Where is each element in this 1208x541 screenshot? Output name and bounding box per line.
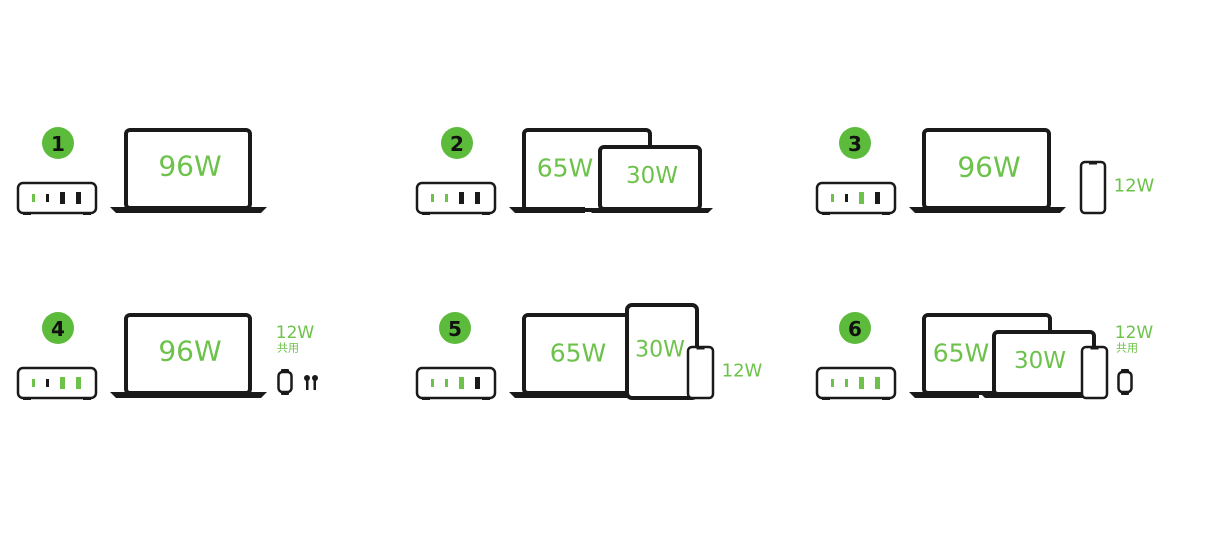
usb-port	[445, 379, 448, 387]
laptop-small-watt-label: 30W	[626, 163, 678, 189]
laptop-icon: 96W	[110, 128, 267, 213]
step-badge: 1	[42, 127, 74, 159]
shared-watt-label: 12W	[1115, 323, 1154, 343]
phone-icon	[686, 345, 715, 400]
laptop-large-watt-label: 65W	[933, 339, 990, 368]
usb-port	[475, 192, 480, 204]
charger-hub	[815, 181, 897, 215]
earbuds-icon	[304, 375, 318, 390]
usb-port	[875, 377, 880, 389]
usb-port	[60, 192, 65, 204]
phone-watt-label: 12W	[722, 361, 763, 382]
usb-port	[831, 379, 834, 387]
laptop-icon: 96W	[110, 313, 267, 398]
usb-port	[459, 192, 464, 204]
svg-text:6: 6	[848, 317, 862, 341]
laptop-small-watt-label: 30W	[1014, 348, 1066, 374]
usb-port	[46, 194, 49, 202]
laptop-watt-label: 96W	[158, 150, 221, 183]
laptop-large-watt-label: 65W	[537, 154, 594, 183]
charger-hub	[415, 181, 497, 215]
phone-icon	[1079, 160, 1107, 215]
step-badge: 5	[439, 312, 471, 344]
usb-port	[475, 377, 480, 389]
usb-port	[76, 377, 81, 389]
usb-port	[459, 377, 464, 389]
usb-port	[76, 192, 81, 204]
smartwatch-icon	[277, 369, 293, 395]
usb-port	[32, 194, 35, 202]
usb-port	[845, 379, 848, 387]
usb-port	[859, 377, 864, 389]
charger-hub	[16, 366, 98, 400]
panel-3: 3 96W 12W	[815, 127, 1155, 215]
shared-note: 共用	[1116, 342, 1138, 355]
tablet-icon: 30W	[625, 303, 699, 400]
usb-port	[875, 192, 880, 204]
charger-hub	[415, 366, 497, 400]
svg-text:5: 5	[448, 317, 462, 341]
charger-hub	[16, 181, 98, 215]
step-badge: 2	[441, 127, 473, 159]
usb-port	[859, 192, 864, 204]
panel-4: 4 96W 12W 共用	[16, 312, 318, 400]
shared-note: 共用	[277, 342, 299, 355]
svg-text:3: 3	[848, 132, 862, 156]
laptop-watt-label: 96W	[957, 151, 1020, 184]
step-badge: 4	[42, 312, 74, 344]
usb-port	[831, 194, 834, 202]
laptop-watt-label: 65W	[550, 339, 607, 368]
svg-text:4: 4	[51, 317, 65, 341]
usb-port	[46, 379, 49, 387]
laptop-watt-label: 96W	[158, 335, 221, 368]
usb-port	[845, 194, 848, 202]
phone-watt-label: 12W	[1114, 176, 1155, 197]
panel-2: 2 65W 30W	[415, 127, 713, 215]
laptop-small-icon: 30W	[587, 145, 713, 213]
svg-text:1: 1	[51, 132, 65, 156]
step-badge: 3	[839, 127, 871, 159]
panel-1: 1 96W	[16, 127, 267, 215]
usb-port	[431, 379, 434, 387]
charger-hub	[815, 366, 897, 400]
usb-port	[60, 377, 65, 389]
svg-text:2: 2	[450, 132, 464, 156]
panel-6: 6 65W 30W 12W 共用	[815, 312, 1154, 400]
shared-watt-label: 12W	[276, 323, 315, 343]
laptop-icon: 65W	[509, 313, 636, 398]
laptop-icon: 96W	[909, 128, 1066, 213]
usb-port	[32, 379, 35, 387]
panel-5: 5 65W 30W 12W	[415, 303, 763, 400]
usb-port	[431, 194, 434, 202]
usb-port	[445, 194, 448, 202]
phone-icon	[1080, 345, 1109, 400]
step-badge: 6	[839, 312, 871, 344]
tablet-watt-label: 30W	[635, 338, 685, 363]
smartwatch-icon	[1117, 369, 1133, 395]
